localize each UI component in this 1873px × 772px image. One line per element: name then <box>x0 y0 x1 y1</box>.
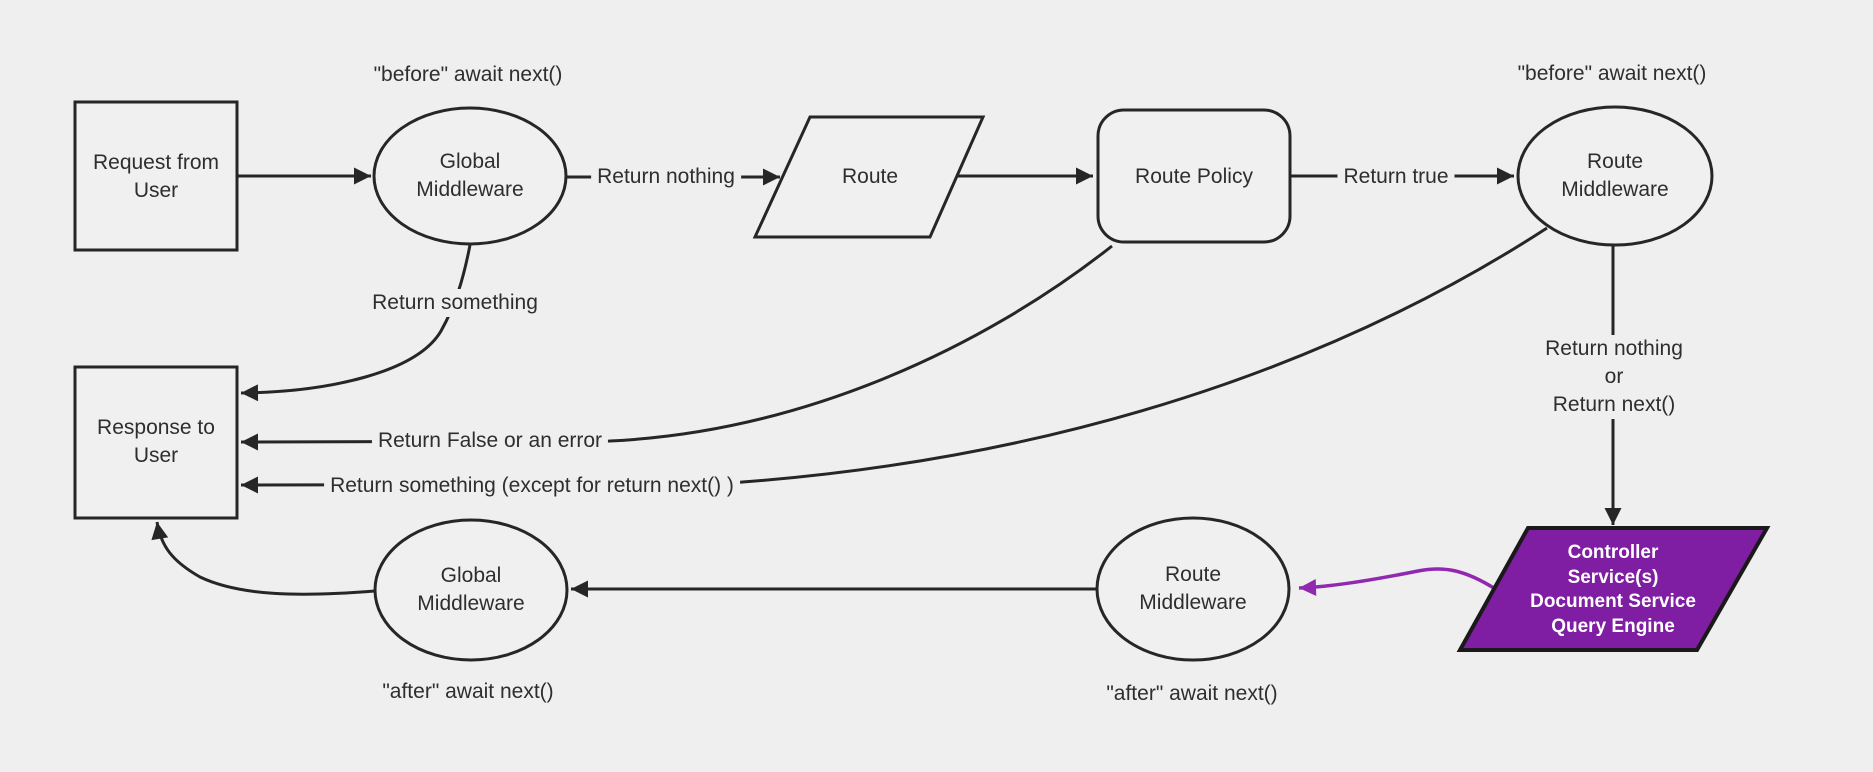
edge-global-middleware-bottom-to-response <box>151 521 376 596</box>
response-to-user-box <box>73 365 239 520</box>
route-policy-box <box>1096 108 1292 244</box>
edge-route-policy-return-false-to-response <box>240 244 1113 451</box>
global-middleware-bottom-ellipse <box>373 518 569 662</box>
route-middleware-bottom-ellipse <box>1095 516 1291 662</box>
global-middleware-top-ellipse <box>372 106 568 246</box>
route-parallelogram <box>752 115 986 239</box>
edge-global-middleware-return-something-to-response <box>240 244 472 402</box>
edge-route-middleware-return-something-to-response <box>240 226 1548 494</box>
request-from-user-box <box>73 100 239 252</box>
controller-parallelogram <box>1456 526 1771 652</box>
edge-controller-to-route-middleware-bottom <box>1298 567 1498 596</box>
route-middleware-top-ellipse <box>1516 105 1714 247</box>
